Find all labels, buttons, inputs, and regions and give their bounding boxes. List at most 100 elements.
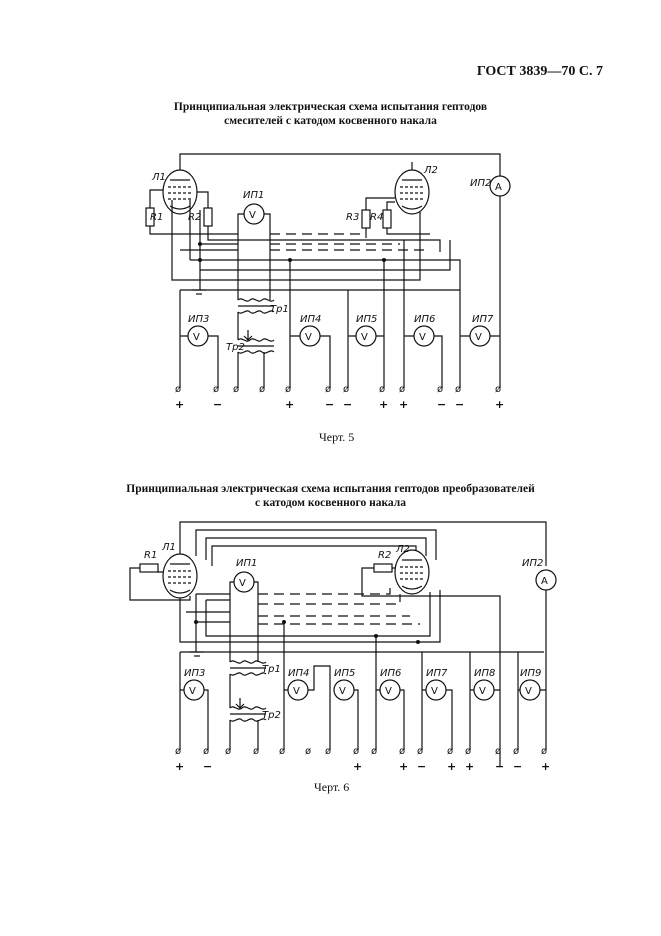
- tube-l2: [394, 549, 430, 595]
- tube-l2: [394, 169, 430, 215]
- terminal[interactable]: ø: [259, 384, 265, 395]
- terminal[interactable]: ø: [279, 746, 285, 757]
- terminal[interactable]: ø: [513, 746, 519, 757]
- resistor-r3: [361, 209, 371, 229]
- wire: [517, 652, 546, 750]
- terminal[interactable]: ø: [343, 384, 349, 395]
- terminal[interactable]: ø: [305, 746, 311, 757]
- wire: [469, 652, 500, 750]
- terminal[interactable]: ø: [495, 384, 501, 395]
- label-ip5: ИП5: [356, 314, 377, 325]
- bus-line: [200, 240, 451, 271]
- voltmeter-ip6: V: [379, 679, 401, 701]
- bus-line-dashed: [258, 584, 391, 595]
- terminals: ø ø ø ø ø ø ø ø ø ø ø ø ø ø ø ø: [175, 746, 547, 757]
- wire: [179, 153, 501, 178]
- label-r4: R4: [370, 212, 383, 223]
- label-ip9: ИП9: [520, 668, 541, 679]
- label-ip3: ИП3: [184, 668, 205, 679]
- terminal[interactable]: ø: [541, 746, 547, 757]
- wire: [149, 189, 163, 208]
- terminal[interactable]: ø: [225, 746, 231, 757]
- polarity-labels: + − + + − + + − − +: [175, 760, 550, 773]
- label-ip4: ИП4: [300, 314, 321, 325]
- wire: [179, 590, 441, 643]
- polarity-minus: −: [213, 398, 222, 411]
- terminal[interactable]: ø: [417, 746, 423, 757]
- label-ip2: ИП2: [522, 558, 543, 569]
- polarity-plus: +: [285, 398, 294, 411]
- voltmeter-ip5: V: [333, 679, 355, 701]
- voltmeter-ip3: V: [187, 325, 209, 347]
- terminal[interactable]: ø: [213, 384, 219, 395]
- diagram1-title: Принципиальная электрическая схема испыт…: [0, 100, 661, 128]
- ammeter-ip2-symbol: A: [495, 182, 502, 193]
- polarity-labels: + − + − − + + − − +: [175, 398, 504, 411]
- diagram2-title-line1: Принципиальная электрическая схема испыт…: [126, 483, 535, 495]
- transformer-tr2: [229, 698, 267, 722]
- wire: [149, 226, 172, 235]
- label-tr2: Тр2: [226, 342, 245, 353]
- page-header: ГОСТ 3839—70 С. 7: [476, 64, 603, 79]
- resistor-r2: [373, 563, 393, 573]
- terminal[interactable]: ø: [447, 746, 453, 757]
- label-r2: R2: [188, 212, 201, 223]
- terminal[interactable]: ø: [175, 746, 181, 757]
- wire: [237, 213, 271, 300]
- wire: [237, 312, 265, 388]
- voltmeter-ip8: V: [473, 679, 495, 701]
- terminal[interactable]: ø: [175, 384, 181, 395]
- label-l1: Л1: [161, 542, 176, 553]
- terminal[interactable]: ø: [399, 384, 405, 395]
- voltmeter-ip1-symbol: V: [239, 578, 246, 589]
- polarity-plus: +: [175, 760, 184, 773]
- polarity-plus: +: [175, 398, 184, 411]
- svg-text:V: V: [525, 686, 532, 697]
- polarity-minus: −: [417, 760, 426, 773]
- polarity-plus: +: [495, 398, 504, 411]
- terminal[interactable]: ø: [253, 746, 259, 757]
- terminal[interactable]: ø: [353, 746, 359, 757]
- label-r2: R2: [378, 550, 391, 561]
- voltmeter-ip1-symbol: V: [249, 210, 256, 221]
- diagram2-caption: Черт. 6: [314, 780, 350, 794]
- bus-line: [190, 259, 461, 290]
- terminal[interactable]: ø: [371, 746, 377, 757]
- wire: [361, 567, 501, 766]
- polarity-minus: −: [203, 760, 212, 773]
- wire: [179, 290, 219, 388]
- terminal[interactable]: ø: [455, 384, 461, 395]
- wire: [421, 652, 453, 750]
- label-ip8: ИП8: [474, 668, 495, 679]
- terminal[interactable]: ø: [233, 384, 239, 395]
- wire: [195, 529, 437, 560]
- svg-text:V: V: [431, 686, 438, 697]
- diagram1-title-line1: Принципиальная электрическая схема испыт…: [173, 101, 488, 113]
- terminal[interactable]: ø: [495, 746, 501, 757]
- svg-text:V: V: [339, 686, 346, 697]
- polarity-minus: −: [495, 760, 504, 773]
- terminal[interactable]: ø: [399, 746, 405, 757]
- terminal[interactable]: ø: [325, 746, 331, 757]
- terminal[interactable]: ø: [465, 746, 471, 757]
- voltmeter-ip7: V: [469, 325, 491, 347]
- terminal[interactable]: ø: [285, 384, 291, 395]
- svg-text:V: V: [293, 686, 300, 697]
- wire: [229, 674, 259, 750]
- polarity-plus: +: [353, 760, 362, 773]
- terminal[interactable]: ø: [203, 746, 209, 757]
- voltmeter-ip6: V: [413, 325, 435, 347]
- polarity-minus: −: [343, 398, 352, 411]
- label-tr1: Тр1: [270, 304, 289, 315]
- terminal[interactable]: ø: [437, 384, 443, 395]
- svg-text:V: V: [361, 332, 368, 343]
- polarity-plus: +: [379, 398, 388, 411]
- terminal[interactable]: ø: [325, 384, 331, 395]
- terminal[interactable]: ø: [379, 384, 385, 395]
- tube-l1: [162, 169, 198, 215]
- label-ip7: ИП7: [472, 314, 494, 325]
- label-ip7: ИП7: [426, 668, 448, 679]
- svg-text:V: V: [475, 332, 482, 343]
- wire: [179, 521, 547, 566]
- label-ip3: ИП3: [188, 314, 209, 325]
